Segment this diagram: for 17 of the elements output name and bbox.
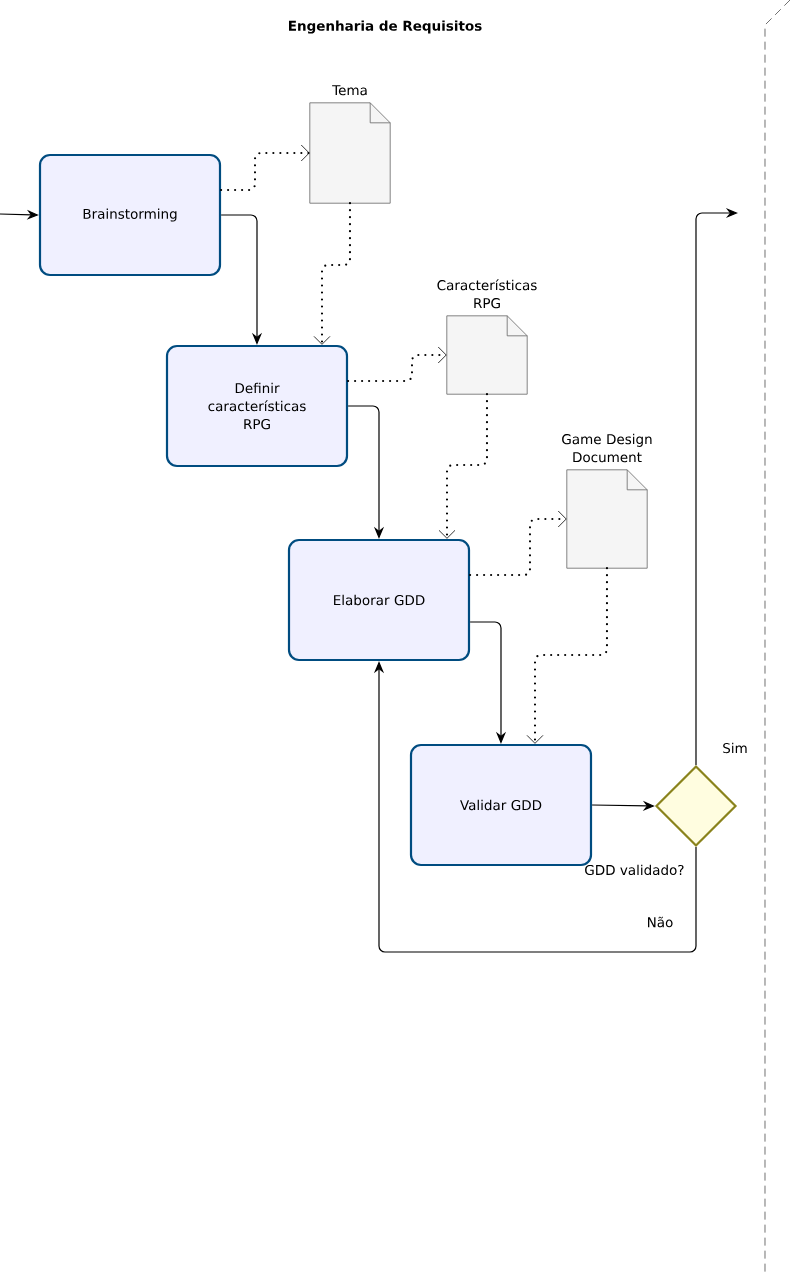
arrow: [526, 567, 609, 745]
arrow: [220, 144, 310, 192]
node-label: GDD validado?: [585, 864, 684, 876]
arrow: [313, 202, 352, 346]
task-box: Elaborar GDD: [287, 538, 471, 662]
arrow: [347, 346, 447, 383]
node-label: Tema: [332, 85, 367, 96]
arrow: [695, 207, 738, 766]
task-box: Definir características RPG: [165, 344, 349, 468]
arrow: [438, 393, 489, 540]
lane-title: Engenharia de Requisitos: [289, 20, 482, 34]
arrow: [469, 510, 567, 577]
node-label: Características RPG: [437, 279, 537, 309]
task-box: Brainstorming: [38, 153, 222, 277]
edge-label: Não: [645, 915, 675, 929]
edge-label: Sim: [721, 741, 749, 755]
node-label: Game Design Document: [562, 433, 652, 463]
